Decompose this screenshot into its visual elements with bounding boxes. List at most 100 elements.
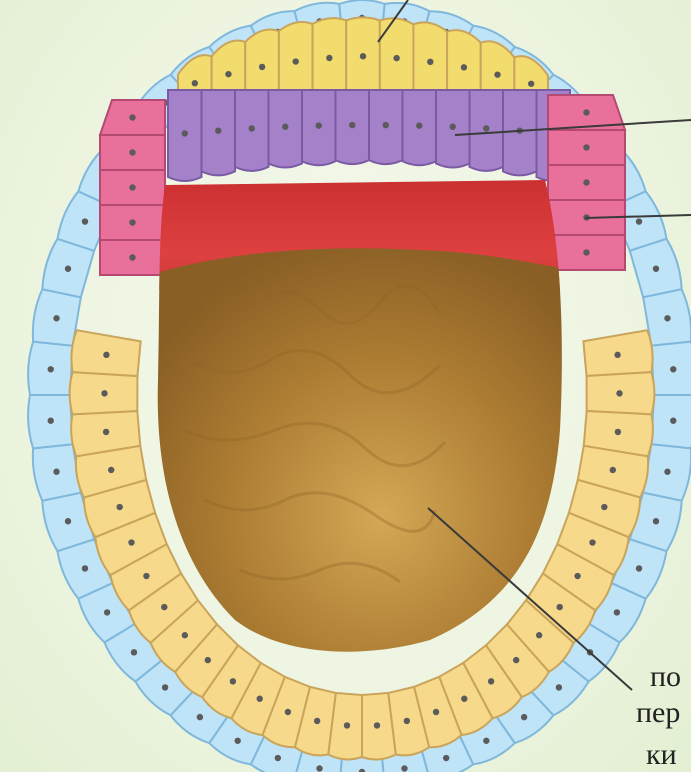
- cell-nucleus: [653, 266, 659, 272]
- cell-nucleus: [192, 80, 198, 86]
- cell-nucleus: [285, 709, 291, 715]
- cell-nucleus: [536, 632, 542, 638]
- cell-nucleus: [483, 738, 489, 744]
- cell-nucleus: [259, 64, 265, 70]
- cell-nucleus: [574, 573, 580, 579]
- cell-nucleus: [48, 366, 54, 372]
- cell-nucleus: [513, 657, 519, 663]
- cell-nucleus: [433, 709, 439, 715]
- yellow-cap-cell: [447, 30, 481, 92]
- cell-nucleus: [653, 518, 659, 524]
- cell-nucleus: [162, 684, 168, 690]
- cell-nucleus: [589, 539, 595, 545]
- cavity: [150, 170, 570, 680]
- cell-nucleus: [427, 59, 433, 65]
- cell-nucleus: [293, 58, 299, 64]
- yellow-cap-cells: [178, 17, 548, 92]
- cell-nucleus: [326, 55, 332, 61]
- cell-nucleus: [401, 765, 407, 771]
- cell-nucleus: [614, 609, 620, 615]
- cell-nucleus: [143, 573, 149, 579]
- cell-nucleus: [349, 122, 355, 128]
- cell-nucleus: [129, 149, 135, 155]
- cell-nucleus: [161, 604, 167, 610]
- cell-nucleus: [614, 352, 620, 358]
- cell-nucleus: [636, 565, 642, 571]
- cell-nucleus: [636, 218, 642, 224]
- cell-nucleus: [129, 184, 135, 190]
- yellow-cap-cell: [413, 22, 447, 92]
- cell-nucleus: [103, 429, 109, 435]
- cell-nucleus: [82, 565, 88, 571]
- cell-nucleus: [583, 179, 589, 185]
- cell-nucleus: [197, 714, 203, 720]
- yolk-mass: [150, 248, 570, 680]
- cell-nucleus: [215, 127, 221, 133]
- cell-nucleus: [583, 249, 589, 255]
- cell-nucleus: [528, 81, 534, 87]
- cell-nucleus: [521, 714, 527, 720]
- cell-nucleus: [116, 504, 122, 510]
- cell-nucleus: [461, 696, 467, 702]
- cell-nucleus: [316, 122, 322, 128]
- cell-nucleus: [182, 130, 188, 136]
- cell-nucleus: [129, 219, 135, 225]
- purple-cell-row: [168, 90, 570, 181]
- cell-nucleus: [230, 678, 236, 684]
- yolk-label-line-2: пер: [636, 696, 680, 730]
- cell-nucleus: [282, 124, 288, 130]
- cell-nucleus: [610, 467, 616, 473]
- cell-nucleus: [225, 71, 231, 77]
- cell-nucleus: [556, 684, 562, 690]
- cell-nucleus: [344, 722, 350, 728]
- cell-nucleus: [275, 755, 281, 761]
- cell-nucleus: [249, 125, 255, 131]
- cell-nucleus: [670, 366, 676, 372]
- cell-nucleus: [393, 55, 399, 61]
- cell-nucleus: [557, 604, 563, 610]
- cell-nucleus: [374, 722, 380, 728]
- yolk-label-line-3: ки: [646, 738, 677, 772]
- cell-nucleus: [360, 53, 366, 59]
- cell-nucleus: [488, 678, 494, 684]
- cell-nucleus: [443, 755, 449, 761]
- cell-nucleus: [131, 649, 137, 655]
- cell-nucleus: [416, 122, 422, 128]
- cell-nucleus: [101, 390, 107, 396]
- cell-nucleus: [128, 539, 134, 545]
- cell-nucleus: [234, 738, 240, 744]
- cell-nucleus: [108, 467, 114, 473]
- cell-nucleus: [616, 390, 622, 396]
- cell-nucleus: [450, 124, 456, 130]
- yellow-cap-cell: [279, 22, 313, 92]
- cell-nucleus: [129, 254, 135, 260]
- cell-nucleus: [664, 315, 670, 321]
- cell-nucleus: [670, 418, 676, 424]
- cell-nucleus: [103, 352, 109, 358]
- cell-nucleus: [65, 266, 71, 272]
- cell-nucleus: [104, 609, 110, 615]
- cell-nucleus: [583, 109, 589, 115]
- cell-nucleus: [601, 504, 607, 510]
- cell-nucleus: [257, 696, 263, 702]
- cell-nucleus: [583, 144, 589, 150]
- yellow-cap-cell: [245, 30, 279, 92]
- cell-nucleus: [461, 64, 467, 70]
- yolk-label-line-1: по: [650, 660, 681, 694]
- cell-nucleus: [383, 122, 389, 128]
- cell-nucleus: [494, 71, 500, 77]
- cell-nucleus: [65, 518, 71, 524]
- cell-nucleus: [483, 125, 489, 131]
- cell-nucleus: [664, 469, 670, 475]
- cell-nucleus: [404, 718, 410, 724]
- cell-nucleus: [182, 632, 188, 638]
- cell-nucleus: [82, 218, 88, 224]
- cell-nucleus: [314, 718, 320, 724]
- cell-nucleus: [316, 765, 322, 771]
- cell-nucleus: [615, 429, 621, 435]
- cell-nucleus: [53, 315, 59, 321]
- cell-nucleus: [129, 114, 135, 120]
- cell-nucleus: [53, 469, 59, 475]
- cell-nucleus: [205, 657, 211, 663]
